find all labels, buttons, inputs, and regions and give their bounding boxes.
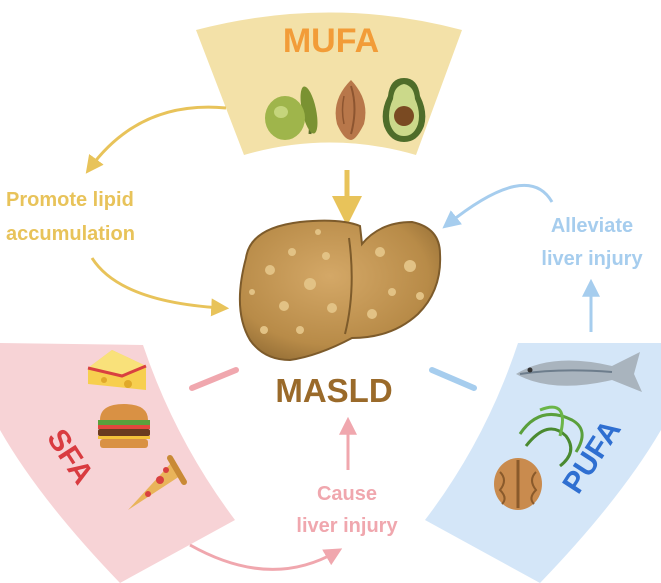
sfa-panel — [0, 343, 235, 583]
alleviate-label-line1: Alleviate — [551, 215, 633, 237]
promote-label-line2: accumulation — [6, 223, 135, 245]
masld-label: MASLD — [275, 372, 392, 409]
sfa-to-cause-curve — [189, 543, 343, 571]
promote-curve-top — [85, 105, 227, 174]
pizza-icon — [128, 455, 187, 510]
pufa-panel — [425, 343, 661, 583]
cause-label-line1: Cause — [317, 483, 377, 505]
alleviate-label-line2: liver injury — [541, 248, 643, 270]
pufa-to-center-line — [429, 367, 477, 391]
fish-icon — [516, 352, 642, 392]
burger-icon — [98, 404, 150, 448]
sfa-to-center-line — [189, 367, 239, 391]
promote-label-line1: Promote lipid — [6, 189, 134, 211]
promote-curve-bottom — [90, 257, 230, 317]
avocado-icon — [382, 78, 426, 142]
almond-icon — [335, 80, 366, 140]
seaweed-icon — [518, 405, 584, 468]
olive-icon — [265, 86, 318, 140]
alleviate-curve — [442, 183, 554, 229]
cause-label-line2: liver injury — [296, 515, 398, 537]
mufa-label: MUFA — [283, 22, 379, 60]
cheese-icon — [87, 350, 147, 390]
walnut-icon — [494, 458, 542, 510]
liver-icon — [238, 219, 442, 362]
